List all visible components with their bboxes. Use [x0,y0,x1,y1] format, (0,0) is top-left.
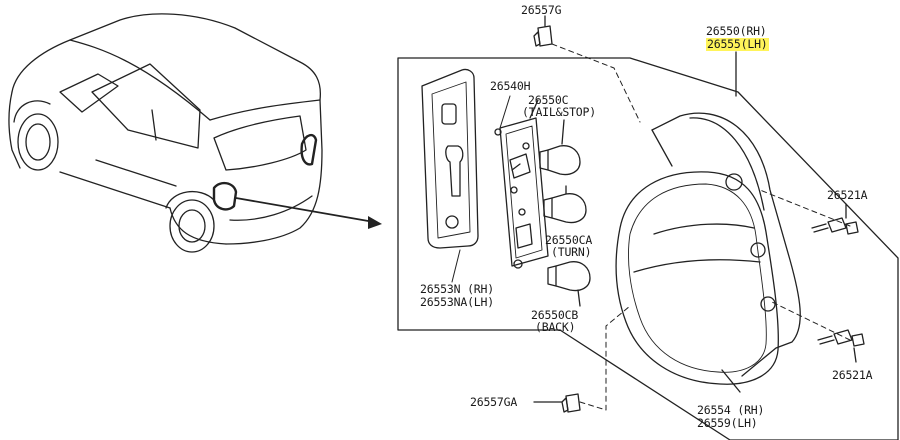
combination-lamp [615,51,801,393]
bulb-back [547,261,591,307]
label-26554-rh: 26554 (RH) [697,403,765,417]
label-26550c-desc: (TAIL&STOP) [522,105,596,119]
leader-lines-dashed [551,43,851,411]
label-26550-rh: 26550(RH) [706,24,767,38]
car-illustration [8,13,382,253]
screw-bottom [817,329,865,363]
label-26557g: 26557G [521,3,562,17]
label-26553na-lh: 26553NA(LH) [420,295,494,309]
packing-gasket [421,68,479,249]
label-26557ga: 26557GA [470,395,518,409]
label-26550ca: 26550CA [545,233,593,247]
label-26559-lh: 26559(LH) [697,416,758,430]
label-26550ca-desc: (TURN) [551,245,592,259]
detail-frame [397,57,899,440]
leader-lines [451,95,511,283]
bulb-turn [543,185,587,224]
label-26521a-bottom: 26521A [832,368,873,382]
bulb-tail-stop [539,119,581,176]
label-26555-lh: 26555(LH) [706,37,769,51]
label-26553n-rh: 26553N (RH) [420,282,494,296]
label-26540h: 26540H [490,79,531,93]
screw-top [811,203,859,235]
label-26550cb: 26550CB [531,308,579,322]
clip-top [533,15,553,47]
label-26550cb-desc: (BACK) [535,320,576,334]
bulb-holder [494,99,549,269]
label-26550c: 26550C [528,93,569,107]
clip-bottom [533,393,581,413]
label-26521a-top: 26521A [827,188,868,202]
